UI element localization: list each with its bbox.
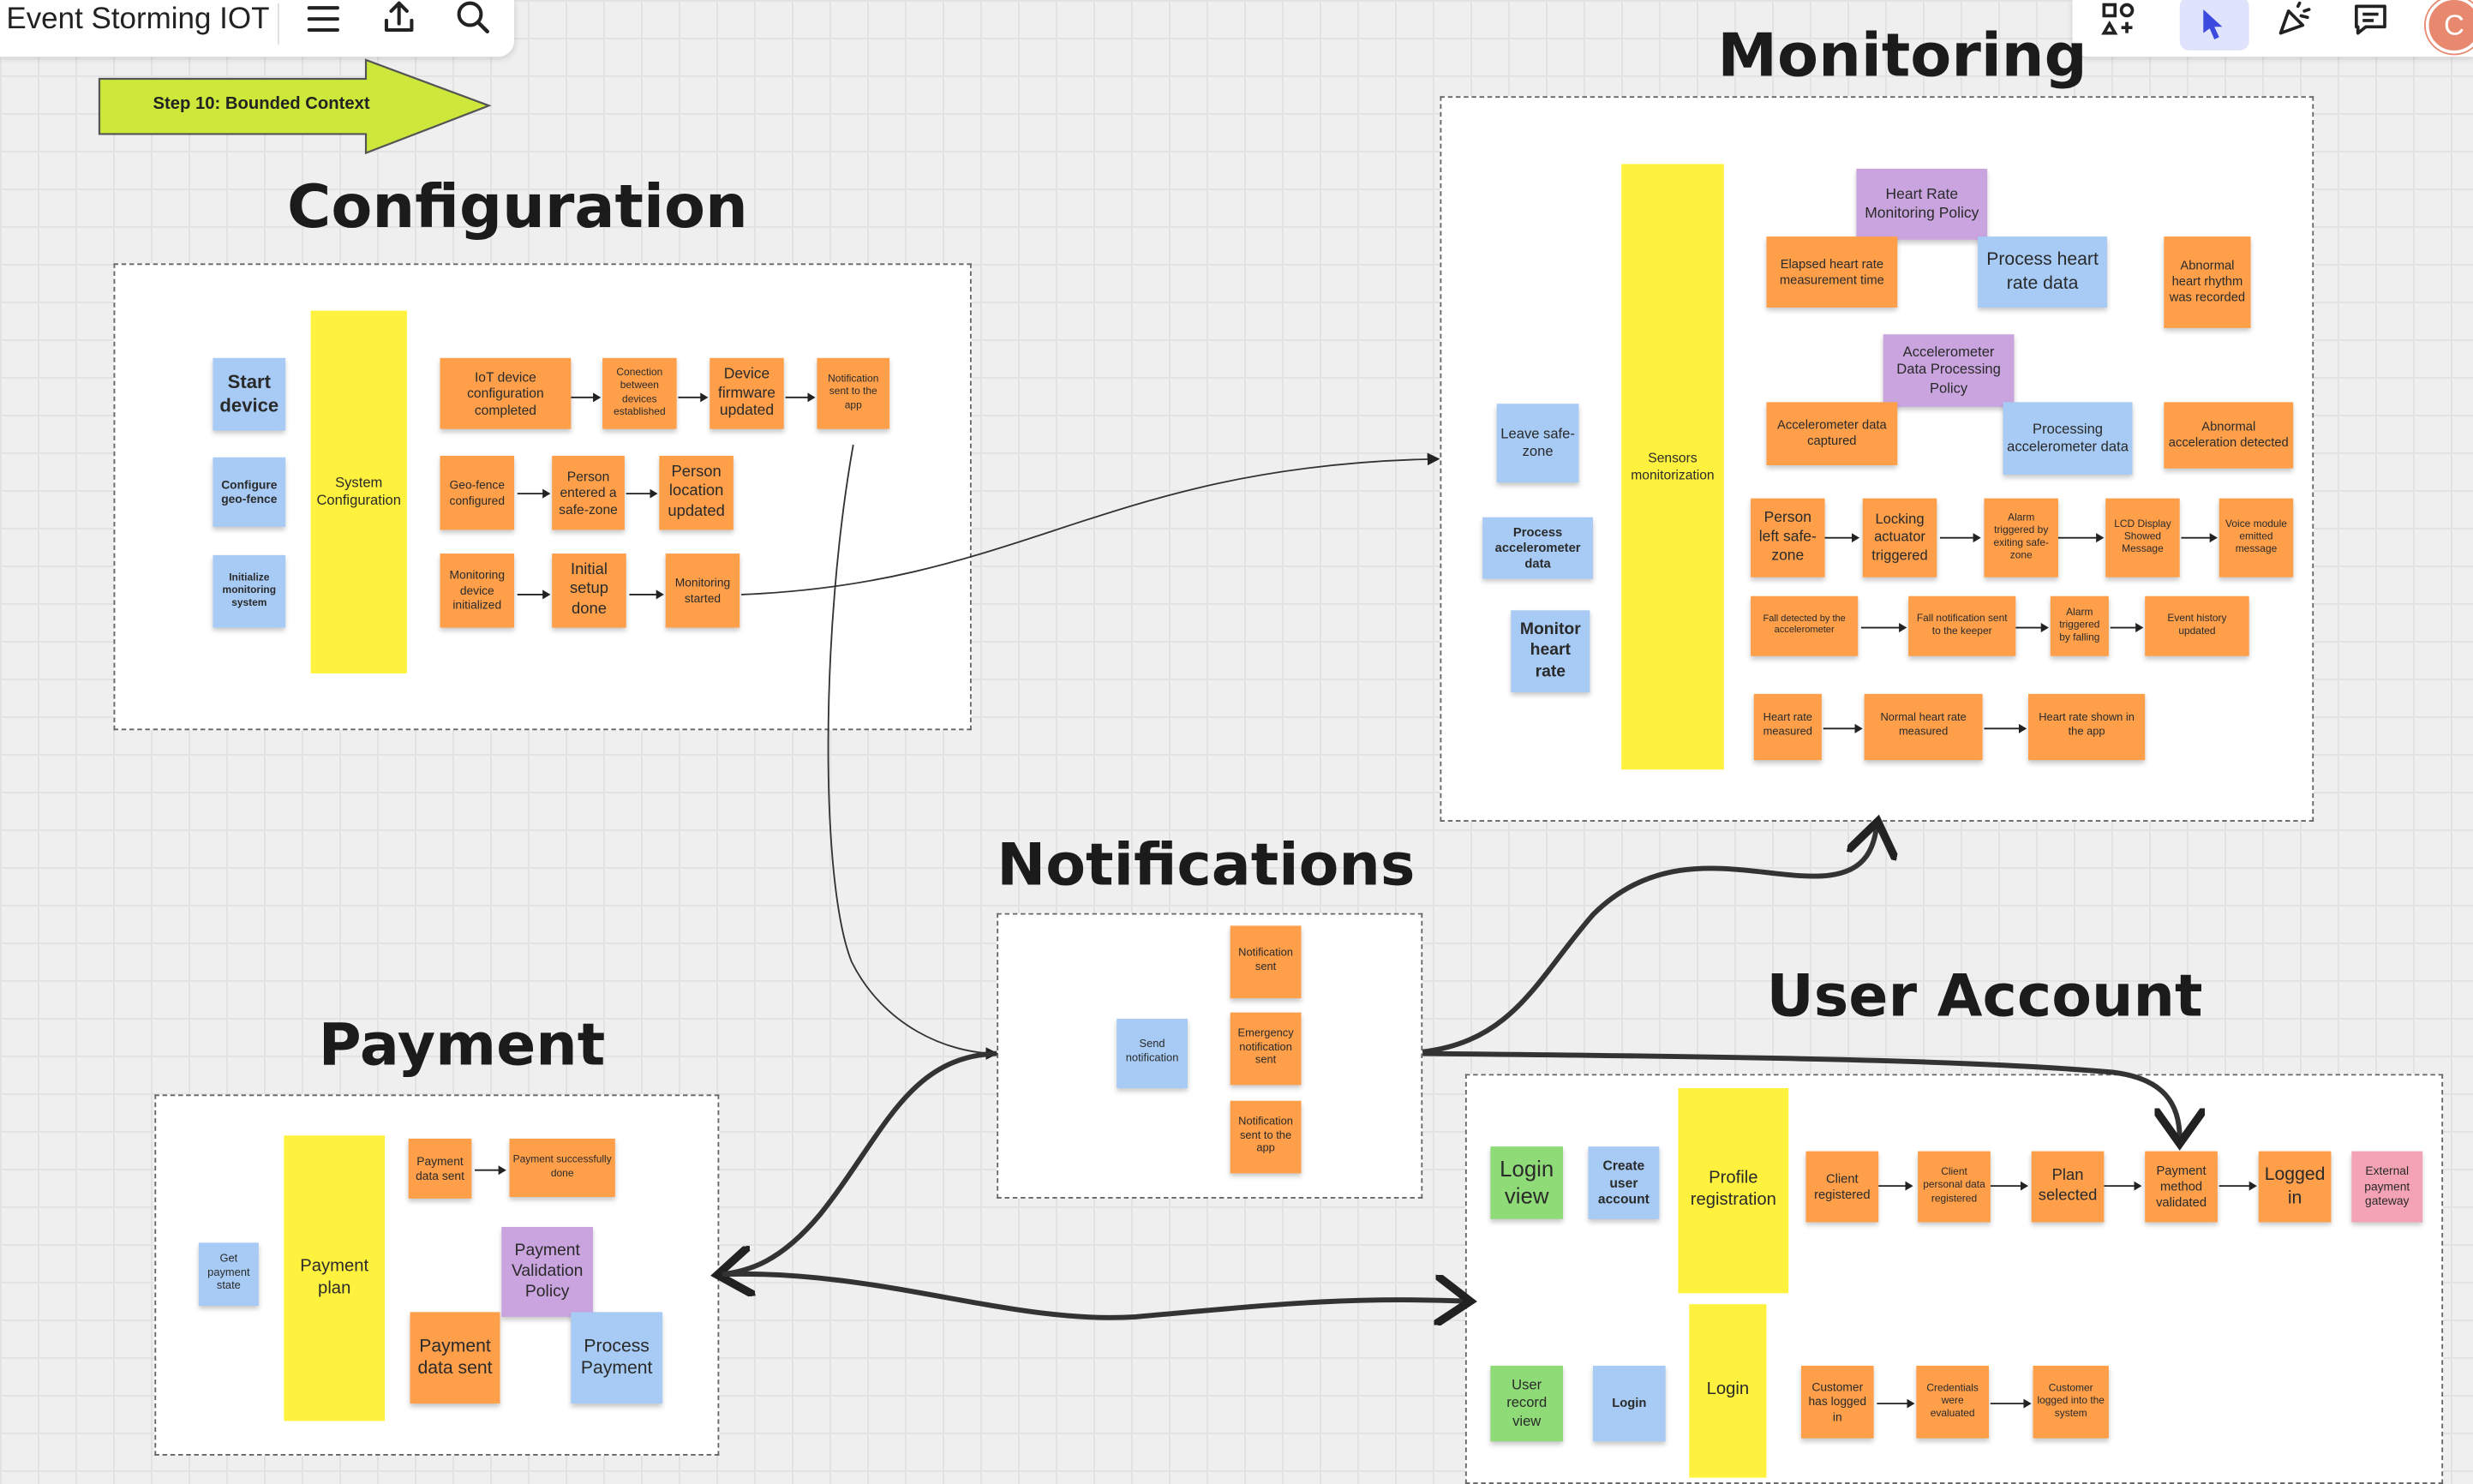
- payment-title: Payment: [318, 1010, 606, 1079]
- event-history-updated[interactable]: Event history updated: [2145, 595, 2249, 656]
- user-account-title: User Account: [1766, 961, 2203, 1030]
- event-connection-established[interactable]: Conection between devices established: [602, 357, 677, 429]
- board-title[interactable]: Event Storming IOT: [6, 3, 270, 37]
- command-process-payment[interactable]: Process Payment: [571, 1312, 663, 1404]
- event-notification-sent-app[interactable]: Notification sent to the app: [817, 357, 890, 429]
- command-create-user-account[interactable]: Create user account: [1588, 1146, 1660, 1219]
- event-person-left-safezone[interactable]: Person left safe-zone: [1751, 498, 1825, 577]
- event-elapsed-heart-rate-time[interactable]: Elapsed heart rate measurement time: [1766, 236, 1898, 308]
- notifications-frame[interactable]: [997, 913, 1423, 1199]
- user-initial: C: [2444, 9, 2464, 40]
- command-process-heart-rate[interactable]: Process heart rate data: [1978, 236, 2108, 308]
- event-iot-configuration-completed[interactable]: IoT device configuration completed: [440, 357, 572, 429]
- event-abnormal-heart-rhythm[interactable]: Abnormal heart rhythm was recorded: [2164, 236, 2251, 328]
- aggregate-profile-registration[interactable]: Profile registration: [1678, 1088, 1789, 1294]
- event-alarm-exit-safezone[interactable]: Alarm triggered by exiting safe-zone: [1984, 498, 2058, 577]
- event-fall-notification-keeper[interactable]: Fall notification sent to the keeper: [1908, 595, 2016, 656]
- select-pointer-icon[interactable]: [2179, 0, 2249, 51]
- command-start-device[interactable]: Start device: [213, 357, 286, 431]
- step-arrow-shape[interactable]: Step 10: Bounded Context: [98, 58, 492, 156]
- command-send-notification[interactable]: Send notification: [1117, 1019, 1188, 1089]
- event-voice-module-message[interactable]: Voice module emitted message: [2219, 498, 2294, 577]
- event-client-data-registered[interactable]: Client personal data registered: [1918, 1151, 1991, 1223]
- menu-icon[interactable]: [300, 0, 347, 43]
- event-alarm-falling[interactable]: Alarm triggered by falling: [2050, 595, 2109, 656]
- event-client-registered[interactable]: Client registered: [1805, 1151, 1879, 1223]
- right-toolbar: C: [2072, 0, 2473, 57]
- search-icon[interactable]: [450, 0, 497, 41]
- command-login[interactable]: Login: [1593, 1365, 1666, 1442]
- event-payment-data-sent[interactable]: Payment data sent: [408, 1138, 472, 1199]
- command-get-payment-state[interactable]: Get payment state: [198, 1242, 259, 1307]
- event-geofence-configured[interactable]: Geo-fence configured: [440, 455, 515, 530]
- event-heart-rate-measured[interactable]: Heart rate measured: [1753, 693, 1822, 761]
- event-credentials-evaluated[interactable]: Credentials were evaluated: [1916, 1365, 1989, 1439]
- view-user-record[interactable]: User record view: [1490, 1365, 1564, 1442]
- event-notification-sent[interactable]: Notification sent: [1230, 925, 1302, 999]
- external-payment-gateway[interactable]: External payment gateway: [2351, 1151, 2423, 1223]
- event-customer-has-logged-in[interactable]: Customer has logged in: [1800, 1365, 1874, 1439]
- toolbar-divider: [277, 3, 279, 45]
- notifications-payment-connector: [722, 1050, 997, 1275]
- aggregate-payment-plan[interactable]: Payment plan: [284, 1135, 386, 1421]
- event-payment-successfully-done[interactable]: Payment successfully done: [509, 1138, 615, 1198]
- step-label: Step 10: Bounded Context: [153, 94, 370, 114]
- configuration-title: Configuration: [286, 171, 748, 242]
- aggregate-system-configuration[interactable]: System Configuration: [310, 310, 407, 673]
- event-person-entered-safezone[interactable]: Person entered a safe-zone: [552, 455, 625, 530]
- event-initial-setup-done[interactable]: Initial setup done: [552, 554, 626, 628]
- command-configure-geofence[interactable]: Configure geo-fence: [213, 457, 286, 527]
- command-monitor-heart-rate[interactable]: Monitor heart rate: [1511, 610, 1590, 693]
- event-plan-selected[interactable]: Plan selected: [2031, 1151, 2105, 1223]
- event-normal-heart-rate[interactable]: Normal heart rate measured: [1864, 693, 1983, 761]
- aggregate-login[interactable]: Login: [1689, 1304, 1767, 1478]
- aggregate-sensors-monitorization[interactable]: Sensors monitorization: [1621, 164, 1724, 770]
- export-icon[interactable]: [375, 0, 422, 41]
- user-avatar[interactable]: C: [2425, 0, 2473, 54]
- event-monitoring-device-initialized[interactable]: Monitoring device initialized: [440, 554, 515, 628]
- view-login[interactable]: Login view: [1490, 1146, 1564, 1219]
- event-lcd-display-message[interactable]: LCD Display Showed Message: [2105, 498, 2180, 577]
- command-initialize-monitoring[interactable]: Initialize monitoring system: [213, 554, 286, 628]
- notifications-title: Notifications: [997, 830, 1416, 900]
- event-payment-data-sent-2[interactable]: Payment data sent: [410, 1312, 500, 1404]
- policy-accelerometer-processing[interactable]: Accelerometer Data Processing Policy: [1883, 334, 2015, 407]
- event-accelerometer-captured[interactable]: Accelerometer data captured: [1766, 402, 1898, 465]
- apps-icon[interactable]: [2094, 0, 2141, 43]
- command-process-accelerometer[interactable]: Process accelerometer data: [1482, 517, 1594, 579]
- event-notification-sent-to-app[interactable]: Notification sent to the app: [1230, 1100, 1302, 1174]
- event-fall-detected[interactable]: Fall detected by the accelerometer: [1751, 595, 1859, 656]
- comments-icon[interactable]: [2347, 0, 2394, 43]
- event-firmware-updated[interactable]: Device firmware updated: [710, 357, 784, 429]
- board-toolbar: Event Storming IOT: [0, 0, 515, 57]
- event-person-location-updated[interactable]: Person location updated: [659, 455, 734, 530]
- command-processing-accelerometer[interactable]: Processing accelerometer data: [2003, 402, 2133, 476]
- celebrate-icon[interactable]: [2271, 0, 2318, 43]
- policy-payment-validation[interactable]: Payment Validation Policy: [501, 1226, 594, 1317]
- event-locking-actuator[interactable]: Locking actuator triggered: [1862, 498, 1937, 577]
- event-logged-in[interactable]: Logged in: [2258, 1151, 2332, 1223]
- command-leave-safezone[interactable]: Leave safe-zone: [1496, 404, 1579, 483]
- event-customer-logged-into-system[interactable]: Customer logged into the system: [2033, 1365, 2109, 1439]
- event-payment-method-validated[interactable]: Payment method validated: [2145, 1151, 2218, 1223]
- payment-user-account-connector: [722, 1271, 1465, 1318]
- monitoring-title: Monitoring: [1717, 20, 2087, 90]
- event-abnormal-acceleration[interactable]: Abnormal acceleration detected: [2164, 402, 2294, 469]
- policy-heart-rate-monitoring[interactable]: Heart Rate Monitoring Policy: [1856, 168, 1988, 240]
- event-emergency-notification-sent[interactable]: Emergency notification sent: [1230, 1012, 1302, 1086]
- event-monitoring-started[interactable]: Monitoring started: [665, 554, 740, 628]
- event-heart-rate-shown-app[interactable]: Heart rate shown in the app: [2028, 693, 2146, 761]
